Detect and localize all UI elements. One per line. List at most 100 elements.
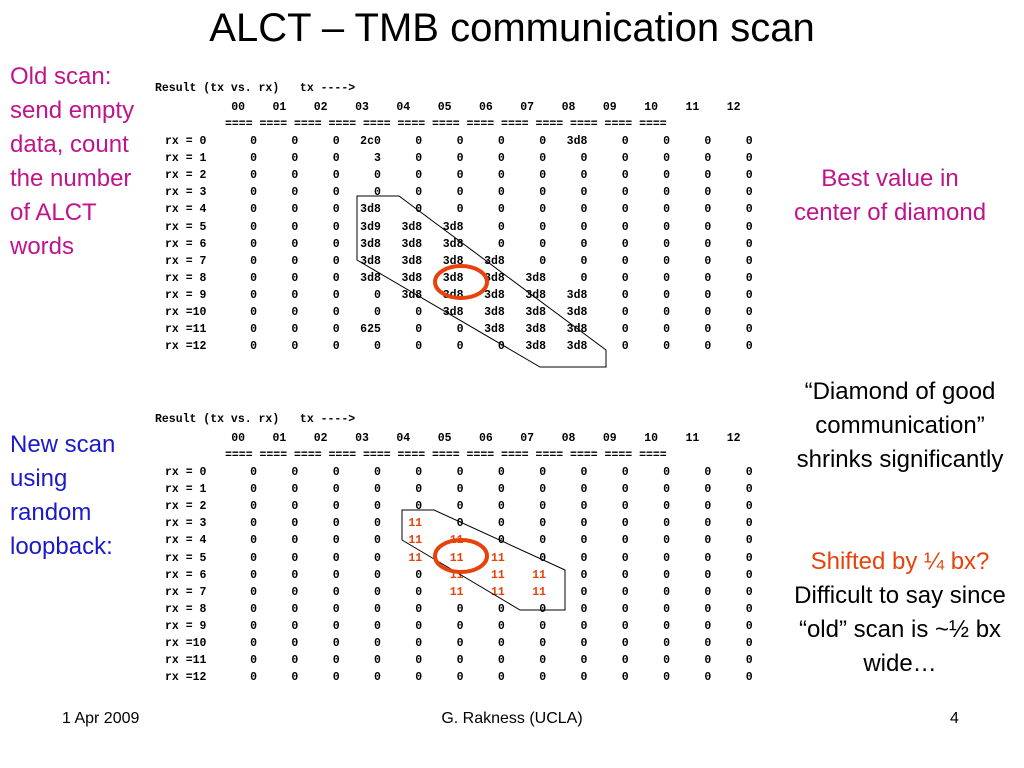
scan-cell: 0 bbox=[621, 466, 629, 479]
scan-cell: 0 bbox=[663, 500, 670, 514]
scan-cell: 0 bbox=[539, 637, 547, 650]
scan-cell: 0 bbox=[745, 237, 753, 251]
scan-cell: 0 bbox=[291, 152, 299, 166]
scan-cell: 0 bbox=[291, 340, 299, 354]
scan-cell: 0 bbox=[621, 637, 629, 650]
scan-cell: 0 bbox=[456, 466, 464, 479]
scan-cell: 0 bbox=[621, 271, 629, 285]
tx-label: 02 bbox=[313, 432, 328, 445]
scan-cell: 0 bbox=[663, 585, 670, 599]
scan-cell: 0 bbox=[621, 306, 629, 319]
scan-cell: 0 bbox=[539, 203, 547, 217]
footer-author: G. Rakness (UCLA) bbox=[441, 710, 583, 727]
scan-cell: 0 bbox=[415, 340, 423, 354]
scan-cell: 0 bbox=[332, 517, 340, 531]
scan-cell: 0 bbox=[621, 483, 629, 497]
scan-cell: 0 bbox=[456, 203, 464, 217]
scan-cell: 0 bbox=[704, 340, 712, 354]
scan-cell: 0 bbox=[332, 671, 340, 685]
scan-cell: 0 bbox=[332, 466, 340, 479]
scan-cell: 0 bbox=[373, 534, 381, 548]
scan-cell: 0 bbox=[250, 483, 257, 497]
scan-cell: 0 bbox=[745, 254, 753, 268]
scan-cell: 11 bbox=[490, 551, 505, 565]
new-scan-note: New scan using random loopback: bbox=[10, 431, 116, 560]
scan-cell: 0 bbox=[456, 654, 464, 668]
scan-cell: 0 bbox=[332, 323, 340, 337]
scan-cell: 0 bbox=[373, 500, 381, 514]
scan-cell: 0 bbox=[704, 483, 712, 497]
scan-cell: 3d8 bbox=[360, 237, 381, 251]
scan-cell: 3d8 bbox=[566, 340, 588, 354]
scan-cell: 11 bbox=[408, 534, 423, 548]
scan-cell: 0 bbox=[497, 517, 505, 531]
scan-cell: 0 bbox=[704, 602, 712, 616]
scan-cell: 0 bbox=[497, 619, 505, 633]
scan-cell: 0 bbox=[745, 340, 753, 354]
scan-cell: 0 bbox=[291, 551, 299, 565]
old-scan-note: Old scan: send empty data, count the num… bbox=[10, 63, 135, 260]
scan-cell: 0 bbox=[580, 152, 588, 166]
rx-label: rx = 5 bbox=[165, 220, 207, 234]
scan-cell: 0 bbox=[663, 186, 670, 200]
scan-cell: 0 bbox=[250, 203, 257, 217]
scan-cell: 0 bbox=[415, 500, 423, 514]
rx-label: rx =11 bbox=[165, 323, 207, 337]
scan-cell: 0 bbox=[415, 619, 423, 633]
tx-label: 11 bbox=[685, 432, 700, 445]
rx-label: rx = 2 bbox=[165, 500, 207, 514]
scan-cell: 0 bbox=[332, 220, 340, 234]
scan-cell: 0 bbox=[373, 466, 381, 479]
scan-cell: 0 bbox=[539, 517, 547, 531]
scan-cell: 0 bbox=[250, 500, 257, 514]
scan-cell: 0 bbox=[539, 671, 547, 685]
scan-cell: 0 bbox=[332, 237, 340, 251]
scan-cell: 0 bbox=[250, 237, 257, 251]
scan-cell: 0 bbox=[704, 237, 712, 251]
scan-cell: 0 bbox=[704, 568, 712, 582]
scan-cell: 0 bbox=[621, 500, 629, 514]
scan-cell: 0 bbox=[373, 654, 381, 668]
scan-cell: 0 bbox=[704, 135, 712, 148]
tx-label: 03 bbox=[355, 432, 369, 445]
scan-cell: 0 bbox=[497, 169, 505, 183]
scan-cell: 0 bbox=[250, 637, 257, 650]
scan-cell: 0 bbox=[745, 534, 753, 548]
scan-cell: 0 bbox=[456, 152, 464, 166]
rx-label: rx = 1 bbox=[165, 483, 207, 497]
scan-cell: 0 bbox=[580, 585, 588, 599]
scan-cell: 0 bbox=[415, 466, 423, 479]
scan-cell: 0 bbox=[539, 186, 547, 200]
scan-cell: 0 bbox=[663, 654, 670, 668]
tx-label: 10 bbox=[644, 101, 658, 114]
scan-cell: 0 bbox=[332, 602, 340, 616]
tx-label: 02 bbox=[313, 101, 328, 114]
scan-cell: 0 bbox=[497, 637, 505, 650]
scan-cell: 0 bbox=[332, 306, 340, 319]
scan-cell: 0 bbox=[745, 466, 753, 479]
scan-cell: 0 bbox=[250, 654, 257, 668]
scan-cell: 11 bbox=[532, 585, 547, 599]
scan-cell: 0 bbox=[621, 203, 629, 217]
scan-cell: 0 bbox=[456, 637, 464, 650]
scan-cell: 0 bbox=[745, 306, 753, 319]
scan-cell: 0 bbox=[291, 483, 299, 497]
scan-cell: 11 bbox=[532, 568, 547, 582]
scan-cell: 0 bbox=[745, 654, 753, 668]
scan-cell: 3d8 bbox=[525, 306, 547, 319]
scan-cell: 0 bbox=[373, 306, 381, 319]
scan-cell: 0 bbox=[415, 203, 423, 217]
scan-cell: 0 bbox=[704, 466, 712, 479]
scan-cell: 0 bbox=[539, 466, 547, 479]
scan-cell: 0 bbox=[580, 637, 588, 650]
scan-cell: 0 bbox=[497, 654, 505, 668]
scan-cell: 0 bbox=[539, 619, 547, 633]
scan-cell: 0 bbox=[291, 306, 299, 319]
rx-label: rx = 4 bbox=[165, 203, 207, 217]
scan-cell: 0 bbox=[621, 585, 629, 599]
scan-cell: 0 bbox=[745, 220, 753, 234]
scan-cell: 0 bbox=[745, 135, 753, 148]
tx-label: 12 bbox=[726, 101, 741, 114]
scan-cell: 0 bbox=[291, 169, 299, 183]
scan-cell: 0 bbox=[621, 602, 629, 616]
